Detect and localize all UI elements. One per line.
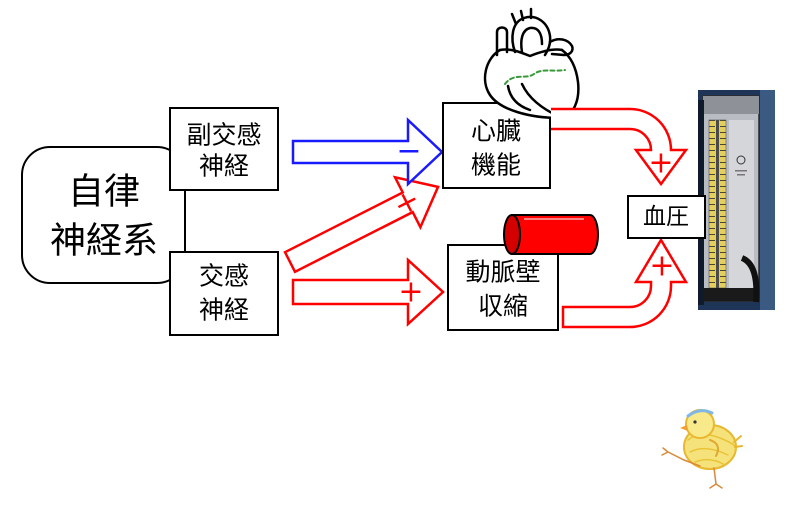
node-arterial-wall-contraction: 動脈壁 収縮 bbox=[447, 244, 559, 331]
node-box bbox=[169, 251, 279, 336]
manometer-logo bbox=[736, 155, 746, 165]
arrow-arterial-to-blood-pressure: + bbox=[561, 237, 689, 329]
manometer-print bbox=[735, 170, 747, 172]
node-label-line1: 心臓 bbox=[471, 117, 521, 146]
manometer-top-cap bbox=[703, 96, 759, 114]
arrow-shape bbox=[291, 257, 445, 327]
node-parasympathetic-nerve: 副交感 神経 bbox=[169, 107, 279, 191]
photo-wall bbox=[760, 90, 775, 310]
node-box bbox=[447, 244, 559, 331]
arrow-parasympathetic-to-cardiac: − bbox=[291, 117, 444, 187]
node-box bbox=[627, 195, 706, 239]
chick-tail bbox=[733, 435, 743, 448]
node-box bbox=[21, 146, 186, 284]
manometer-base bbox=[703, 288, 759, 301]
chick-wing bbox=[709, 439, 719, 457]
heart-top-contour bbox=[498, 48, 564, 58]
node-label-line2: 機能 bbox=[471, 151, 521, 180]
node-label-line2: 神経 bbox=[199, 296, 249, 325]
manometer-hose bbox=[740, 255, 760, 303]
chick-icon bbox=[661, 409, 743, 489]
heart-vena-cava bbox=[495, 26, 509, 57]
plus-sign: + bbox=[398, 275, 423, 310]
node-label-line1: 動脈壁 bbox=[465, 258, 540, 287]
node-blood-pressure: 血圧 bbox=[627, 195, 706, 239]
node-box bbox=[442, 102, 551, 189]
node-box bbox=[169, 107, 279, 191]
node-label-line1: 交感 bbox=[199, 262, 249, 291]
chick-leg-left bbox=[661, 447, 701, 467]
plus-sign: + bbox=[648, 146, 673, 181]
arrow-shape bbox=[291, 117, 444, 187]
arrow-shape bbox=[283, 175, 440, 274]
heart-aorta bbox=[511, 15, 552, 57]
arrow-shape bbox=[561, 237, 689, 329]
chick-eye bbox=[693, 420, 697, 424]
artery-opening bbox=[503, 214, 521, 255]
manometer-print bbox=[737, 174, 745, 176]
chick-beak bbox=[680, 425, 688, 431]
heart-vessel-stubs bbox=[510, 7, 533, 26]
node-autonomic-nervous-system: 自律 神経系 bbox=[21, 146, 186, 284]
heart-aorta-inner bbox=[520, 26, 544, 54]
heart-ventricle-line bbox=[506, 84, 532, 112]
node-label-line2: 神経 bbox=[199, 152, 249, 181]
chick-leg-right bbox=[709, 467, 723, 489]
chick-headband bbox=[686, 409, 714, 418]
plus-sign: + bbox=[649, 249, 674, 284]
node-label-line1: 自律 bbox=[68, 172, 140, 213]
heart-coronary-marker bbox=[504, 69, 566, 85]
arrow-shape bbox=[551, 107, 689, 187]
sphygmomanometer-icon bbox=[698, 90, 775, 310]
node-label: 血圧 bbox=[643, 204, 689, 230]
node-cardiac-function: 心臓 機能 bbox=[442, 102, 551, 189]
node-label-line1: 副交感 bbox=[186, 121, 261, 150]
artery-cylinder-icon bbox=[503, 214, 599, 255]
mercury-column bbox=[716, 120, 719, 288]
node-label-line2: 収縮 bbox=[478, 292, 528, 321]
node-label-line2: 神経系 bbox=[50, 221, 158, 262]
arrow-sympathetic-to-cardiac: + bbox=[283, 175, 440, 274]
arrow-sympathetic-to-arterial: + bbox=[291, 257, 445, 327]
node-sympathetic-nerve: 交感 神経 bbox=[169, 251, 279, 336]
heart-pulmonary-vessel bbox=[548, 37, 574, 57]
artery-body bbox=[511, 214, 599, 255]
arrow-cardiac-to-blood-pressure: + bbox=[551, 107, 689, 187]
minus-sign: − bbox=[396, 134, 421, 169]
